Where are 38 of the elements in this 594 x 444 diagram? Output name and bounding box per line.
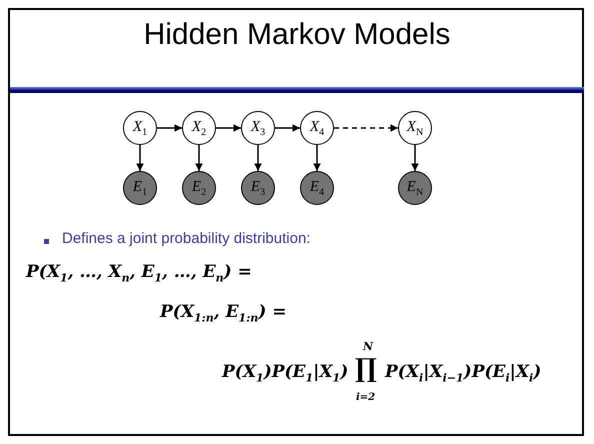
product-symbol: ∏ (355, 354, 377, 384)
state-node (123, 111, 157, 145)
arrow (195, 145, 203, 171)
formula: P(X$_{1:n}$, E$_{1:n}$) = (160, 302, 286, 324)
arrow (157, 124, 182, 132)
arrow (136, 145, 144, 171)
arrow (334, 124, 398, 132)
node-label: E$_{2}$ (192, 178, 206, 198)
formula: P(X$_{1}$, …, X$_{n}$, E$_{1}$, …, E$_{n}$) = (26, 262, 252, 284)
title: Hidden Markov Models (142, 18, 452, 52)
state-node (241, 111, 275, 145)
product-upper-limit: N (363, 340, 374, 353)
node-label: E$_{1}$ (132, 178, 148, 198)
node-label: X$_{3}$ (250, 118, 266, 138)
state-node (182, 111, 216, 145)
evidence-node (123, 171, 157, 205)
node-label: X$_{4}$ (310, 118, 324, 138)
arrow (313, 145, 321, 171)
evidence-node (300, 171, 334, 205)
node-label: E$_{3}$ (250, 178, 266, 198)
arrow (275, 124, 300, 132)
node-label: X$_{2}$ (192, 118, 206, 138)
evidence-node (398, 171, 432, 205)
node-label: X$_{N}$ (406, 118, 424, 138)
bullet-text: Defines a joint probability distribution: (62, 230, 310, 247)
evidence-node (182, 171, 216, 205)
formula: P(X$_{i}$|X$_{i−1}$)P(E$_{i}$|X$_{i}$) (385, 362, 542, 384)
node-label: E$_{4}$ (310, 178, 324, 198)
product-lower-limit: i=2 (356, 392, 376, 403)
node-label: E$_{N}$ (406, 178, 424, 198)
arrow (411, 145, 419, 171)
state-node (398, 111, 432, 145)
evidence-node (241, 171, 275, 205)
state-node (300, 111, 334, 145)
node-label: X$_{1}$ (132, 118, 148, 138)
arrow (254, 145, 262, 171)
arrow (216, 124, 241, 132)
formula: P(X$_{1}$)P(E$_{1}$|X$_{1}$) (222, 362, 348, 384)
